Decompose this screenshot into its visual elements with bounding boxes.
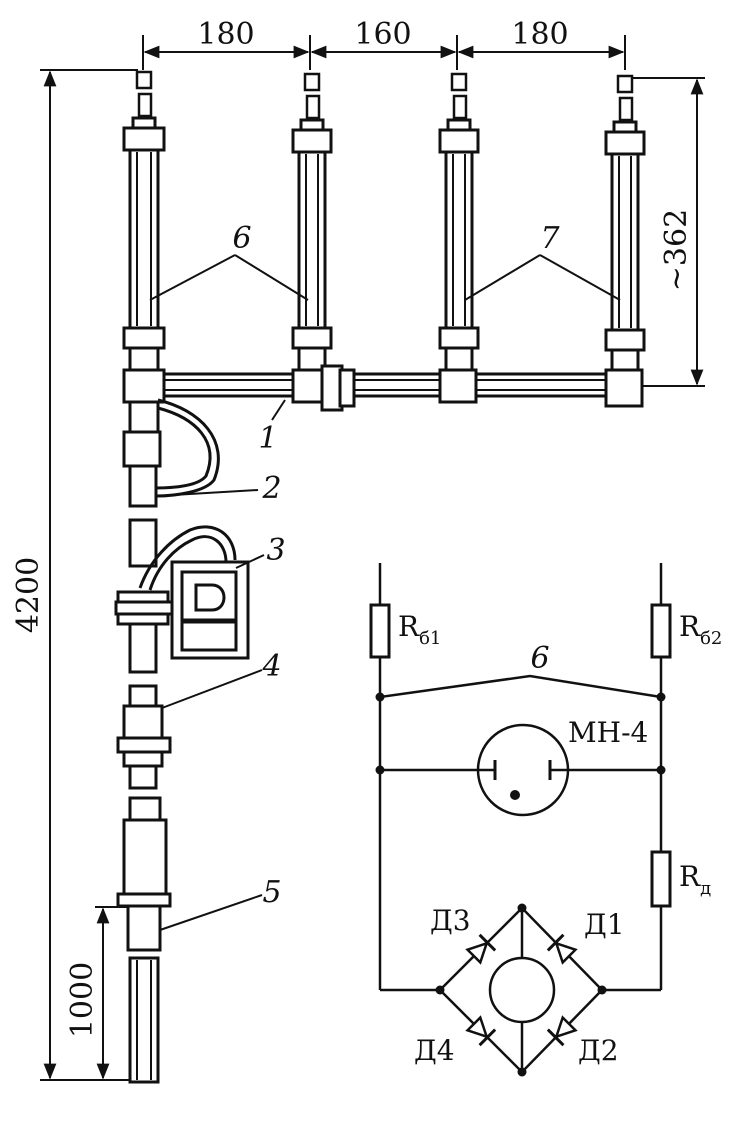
label-rb1-main: R <box>398 610 420 643</box>
diode-d2 <box>546 1015 578 1047</box>
dimension-362: ~362 <box>659 209 694 291</box>
circuit-schematic <box>369 563 672 1077</box>
label-rb2-sub: б2 <box>700 628 722 649</box>
label-rb1-sub: б1 <box>419 628 441 649</box>
dimension-160: 160 <box>354 17 411 52</box>
callout-3: 3 <box>266 533 285 568</box>
top-terminals <box>135 70 634 122</box>
bridge-load <box>488 956 556 1024</box>
label-wire-6: 6 <box>530 641 549 676</box>
resistor-rb2 <box>650 603 672 659</box>
callout-2: 2 <box>261 471 281 506</box>
dimension-1000: 1000 <box>65 962 100 1038</box>
diode-d1 <box>546 933 578 965</box>
resistor-rd <box>650 850 672 908</box>
callout-leaders <box>149 254 621 931</box>
vertical-column <box>114 398 250 1084</box>
label-rd: Rд <box>679 860 711 899</box>
label-d2: Д2 <box>578 1034 619 1067</box>
callout-4: 4 <box>261 649 281 684</box>
callout-7: 7 <box>540 221 560 256</box>
dimension-4200: 4200 <box>11 557 46 633</box>
label-rb1: Rб1 <box>398 610 441 649</box>
dimension-180-left: 180 <box>197 17 254 52</box>
label-d1: Д1 <box>584 908 625 941</box>
label-rb2: Rб2 <box>679 610 722 649</box>
label-d3: Д3 <box>430 904 471 937</box>
dimension-180-right: 180 <box>511 17 568 52</box>
label-mn4: МН-4 <box>568 716 648 749</box>
callout-5: 5 <box>262 875 281 910</box>
label-rd-sub: д <box>700 878 711 899</box>
label-d4: Д4 <box>414 1034 455 1067</box>
callout-1: 1 <box>258 421 277 456</box>
upper-tubes <box>122 116 646 374</box>
label-rd-main: R <box>679 860 701 893</box>
resistor-rb1 <box>369 603 391 659</box>
diode-d3 <box>465 933 497 965</box>
label-rb2-main: R <box>679 610 701 643</box>
callout-6: 6 <box>232 221 251 256</box>
horizontal-bar <box>122 364 644 412</box>
diode-d4 <box>465 1015 497 1047</box>
